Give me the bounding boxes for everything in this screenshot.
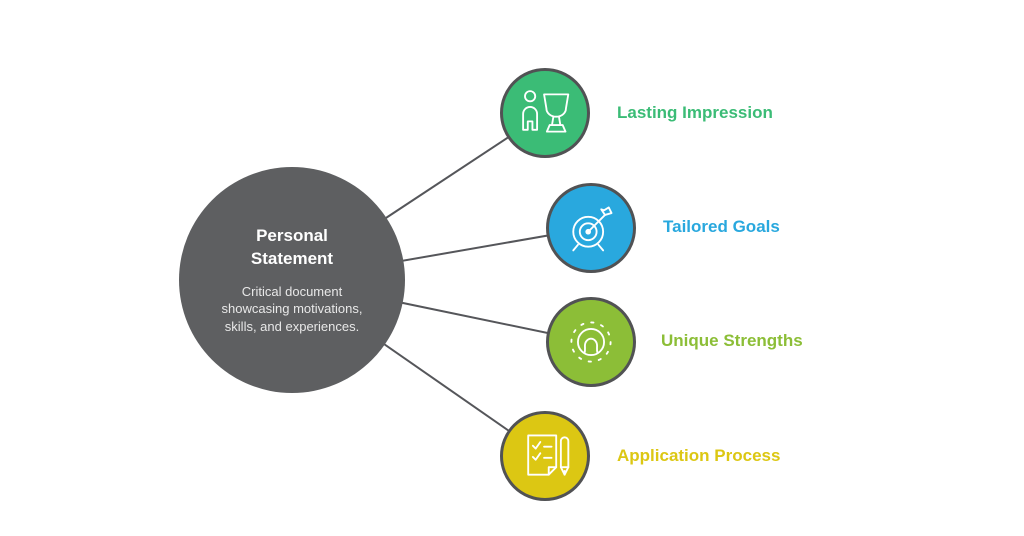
node-lasting-impression xyxy=(500,68,590,158)
center-description: Critical document showcasing motivations… xyxy=(221,283,363,334)
label-application-process: Application Process xyxy=(617,446,781,465)
target-arrow-icon xyxy=(572,206,613,252)
node-tailored-goals xyxy=(546,183,636,273)
center-node: Personal Statement Critical document sho… xyxy=(179,167,405,393)
label-tailored-goals: Tailored Goals xyxy=(663,217,780,236)
center-title: Personal Statement xyxy=(250,225,334,268)
person-trophy-icon xyxy=(522,90,570,133)
label-lasting-impression: Lasting Impression xyxy=(617,103,773,122)
node-unique-strengths xyxy=(546,297,636,387)
checklist-pen-icon xyxy=(527,434,570,476)
label-unique-strengths: Unique Strengths xyxy=(661,331,803,350)
head-rays-icon xyxy=(570,321,612,363)
node-application-process xyxy=(500,411,590,501)
